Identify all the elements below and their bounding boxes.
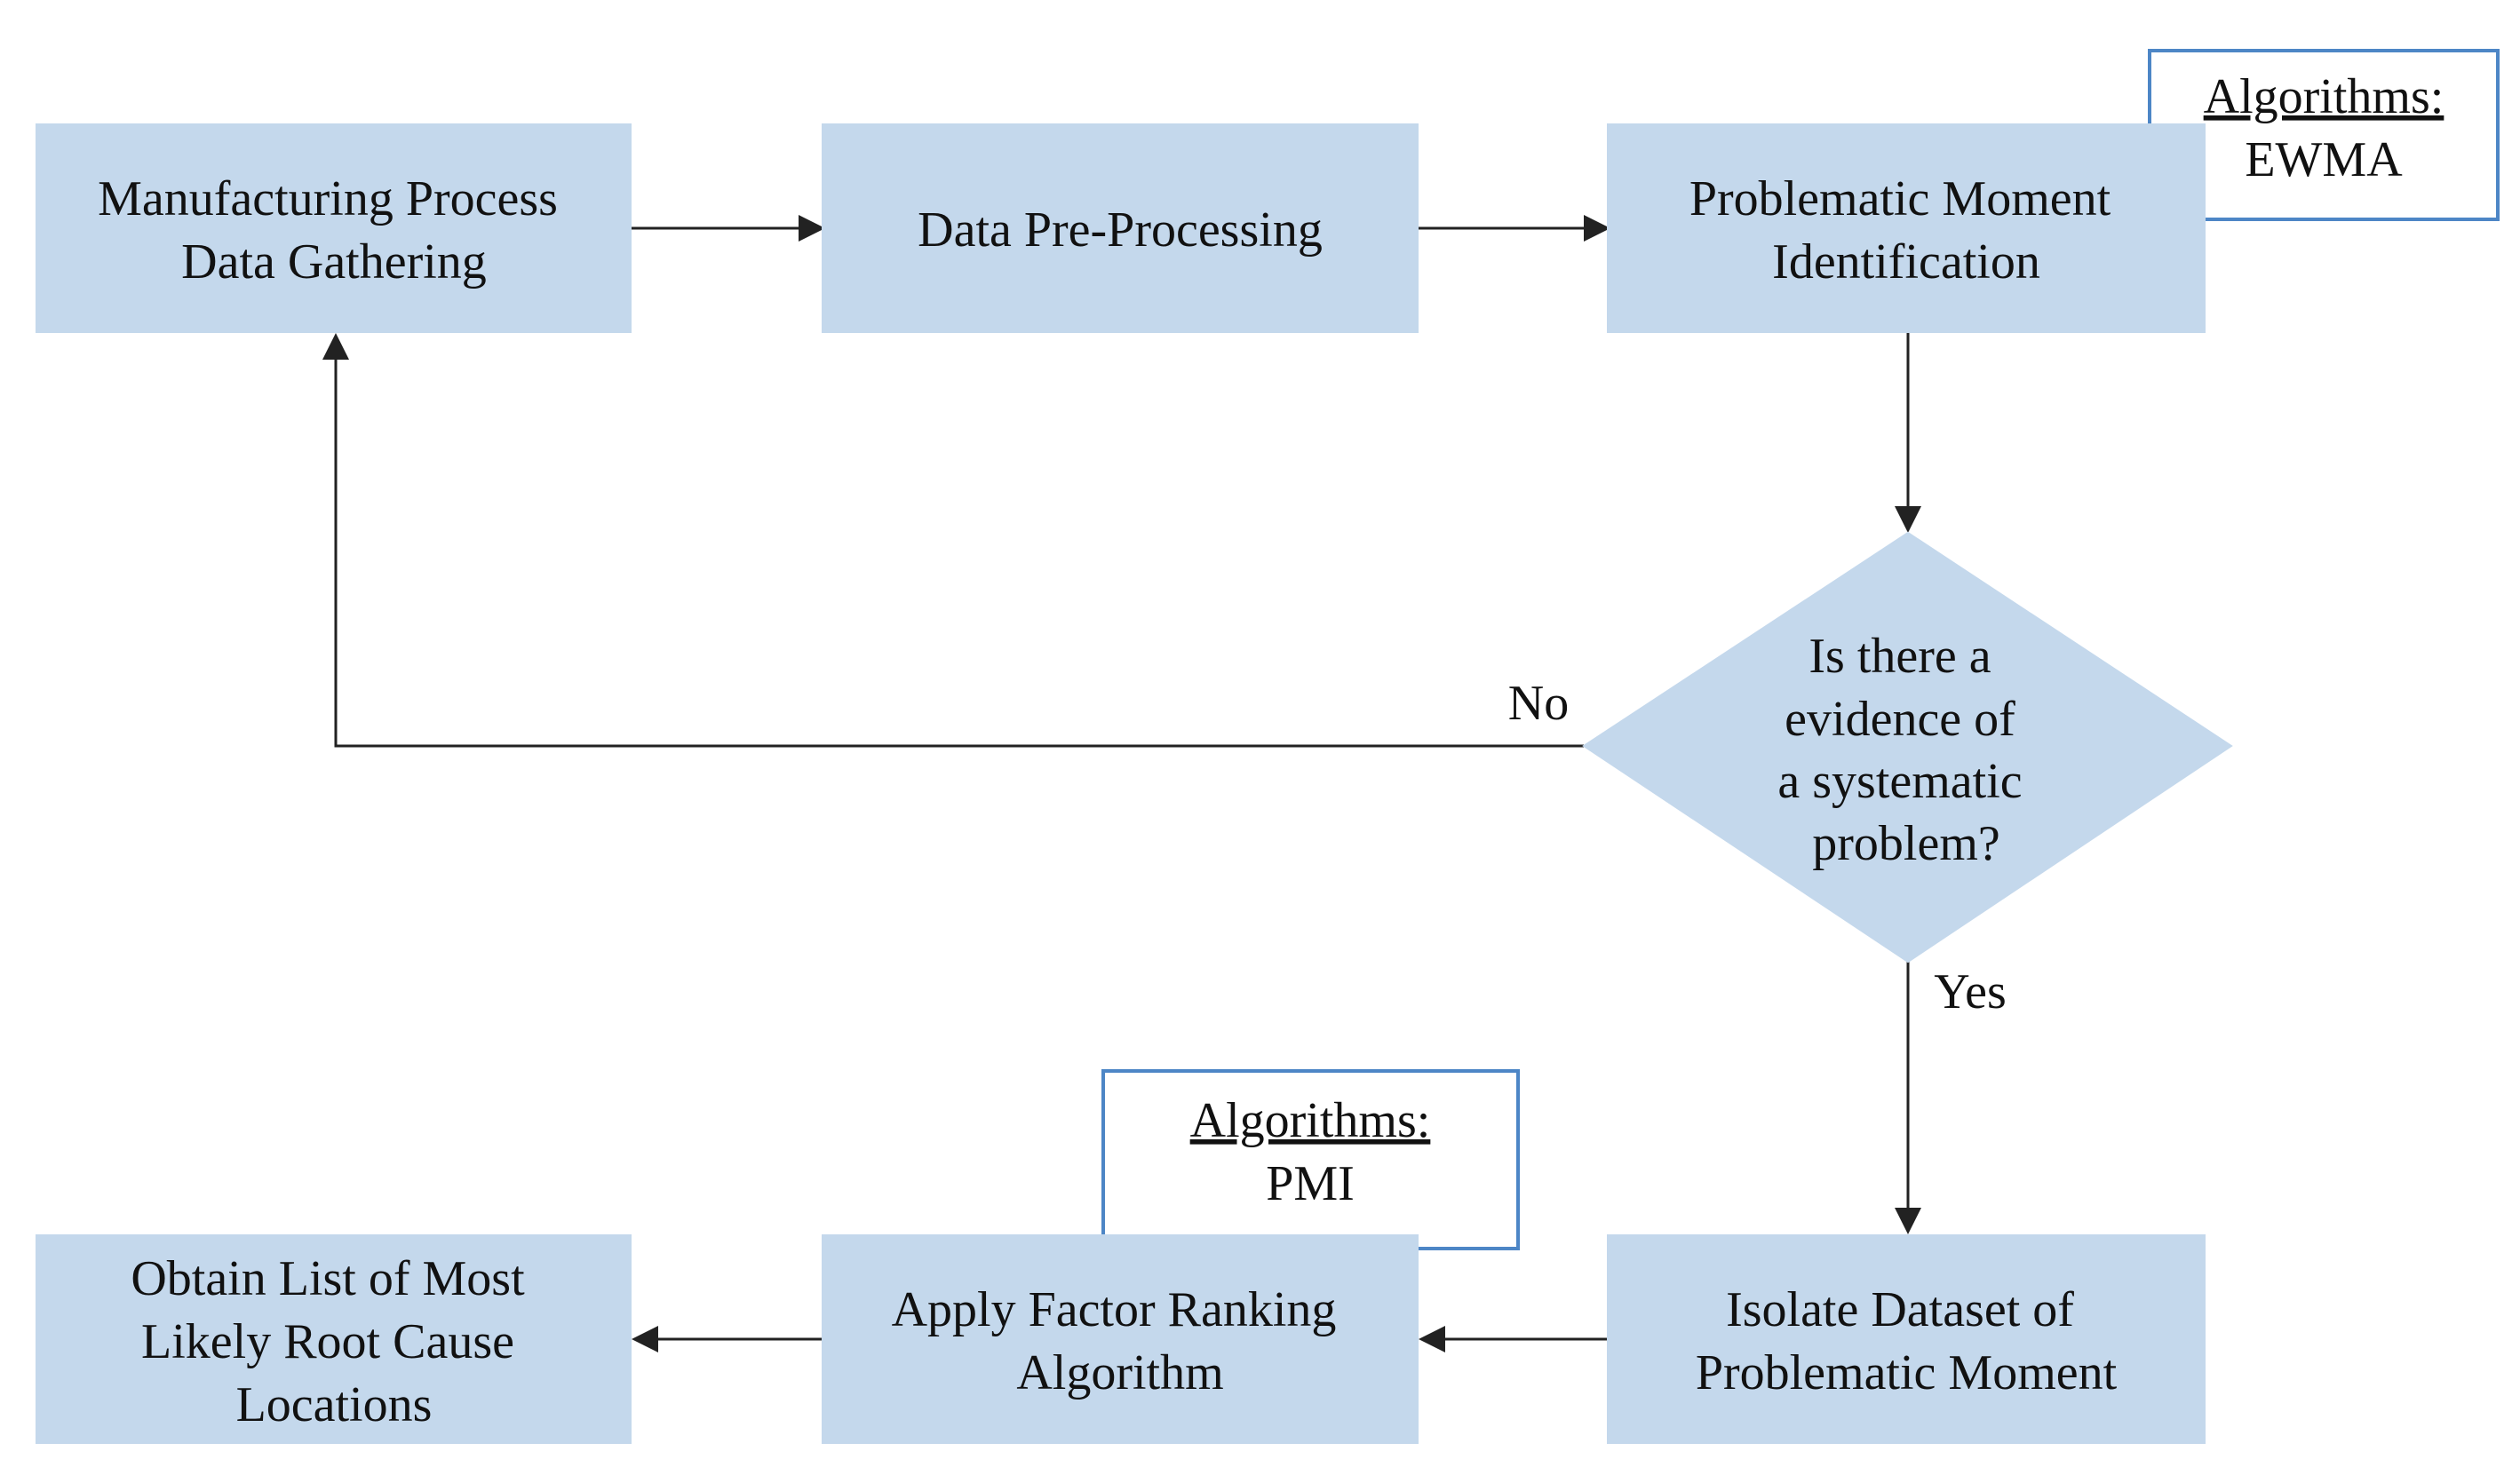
algorithms-box-ewma: Algorithms: EWMA xyxy=(2148,49,2500,221)
svg-text:Problematic Moment Ident: Problematic Moment Identification xyxy=(1689,171,2123,289)
edge-label-yes: Yes xyxy=(1934,964,2006,1019)
node-isolate-line-2: Problematic Moment xyxy=(1696,1345,2118,1400)
algorithms-pmi-heading: Algorithms: xyxy=(1190,1093,1431,1148)
svg-text:Manufacturing Process Da: Manufacturing Process Data Gathering xyxy=(98,171,570,289)
connectors xyxy=(322,215,1921,1352)
algorithms-ewma-heading: Algorithms: xyxy=(2204,69,2444,124)
decision-line-2: evidence of xyxy=(1785,692,2015,747)
svg-text:Isolate Dataset of Probl: Isolate Dataset of Problematic Moment xyxy=(1696,1282,2118,1400)
node-gather-line-1: Manufacturing Process xyxy=(98,171,558,226)
svg-text:Data Pre-Processing: Data Pre-Processing xyxy=(918,202,1323,258)
node-identify-line-1: Problematic Moment xyxy=(1689,171,2111,226)
node-isolate-line-1: Isolate Dataset of xyxy=(1726,1282,2074,1337)
node-rank-line-2: Algorithm xyxy=(1016,1345,1223,1400)
node-obtain-line-1: Obtain List of Most xyxy=(131,1251,525,1306)
decision-line-3: a systematic xyxy=(1777,754,2022,809)
edge-decision-no-to-gather xyxy=(322,333,1584,748)
node-gather-line-2: Data Gathering xyxy=(181,234,487,289)
edge-label-no: No xyxy=(1508,676,1569,731)
svg-text:Is there a evidence of: Is there a evidence of a systematic prob… xyxy=(1777,629,2034,871)
decision-systematic-problem: Is there a evidence of a systematic prob… xyxy=(1582,531,2233,964)
algorithms-pmi-value: PMI xyxy=(1266,1156,1355,1211)
node-obtain-line-3: Locations xyxy=(236,1377,433,1432)
node-preprocess-line-1: Data Pre-Processing xyxy=(918,202,1323,258)
node-obtain-line-2: Likely Root Cause xyxy=(141,1314,514,1369)
node-manufacturing-data-gathering: Manufacturing Process Data Gathering xyxy=(36,123,632,333)
algorithms-box-pmi: Algorithms: PMI xyxy=(1101,1069,1520,1250)
decision-line-4: problem? xyxy=(1812,816,1999,871)
node-isolate-dataset: Isolate Dataset of Problematic Moment xyxy=(1607,1234,2206,1444)
algorithms-ewma-value: EWMA xyxy=(2245,132,2403,187)
node-rank-line-1: Apply Factor Ranking xyxy=(892,1282,1337,1337)
node-apply-factor-ranking: Apply Factor Ranking Algorithm xyxy=(822,1234,1419,1444)
node-obtain-root-cause-list: Obtain List of Most Likely Root Cause Lo… xyxy=(36,1234,632,1444)
node-data-preprocessing: Data Pre-Processing xyxy=(822,123,1419,333)
node-identify-line-2: Identification xyxy=(1772,234,2040,289)
svg-text:Obtain List of Most Like: Obtain List of Most Likely Root Cause Lo… xyxy=(131,1251,537,1432)
svg-text:Apply Factor Ranking Alg: Apply Factor Ranking Algorithm xyxy=(892,1282,1349,1400)
decision-line-1: Is there a xyxy=(1809,629,1991,684)
node-problematic-moment-identification: Problematic Moment Identification xyxy=(1607,123,2206,333)
